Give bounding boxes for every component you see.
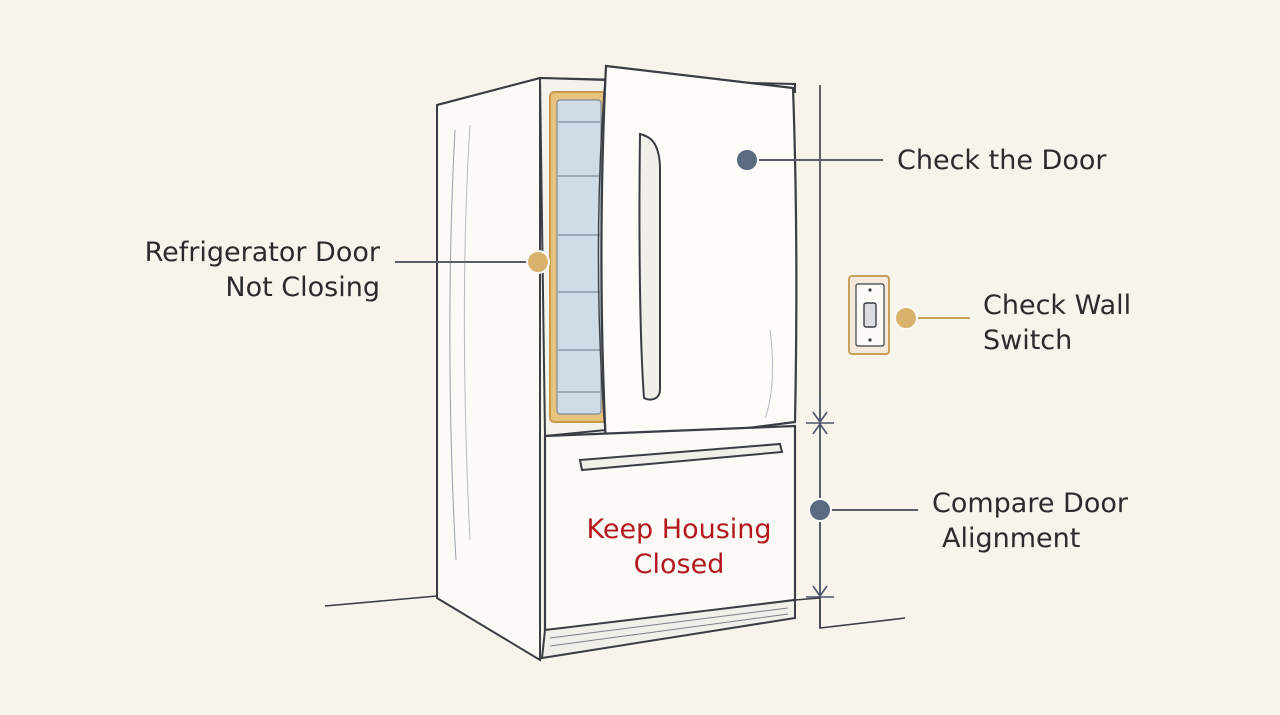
- switch-screw: [868, 338, 872, 342]
- fridge-upper-door[interactable]: [600, 64, 798, 448]
- grille-lines: [549, 607, 789, 647]
- label-keep-housing-line2: Closed: [633, 549, 725, 580]
- door-handle[interactable]: [638, 132, 661, 401]
- label-door-not-closing-line2: Not Closing: [225, 272, 380, 303]
- fridge-interior: [556, 99, 602, 415]
- switch-screw: [868, 288, 872, 292]
- door-shading: [764, 329, 773, 419]
- door-edge: [597, 65, 607, 447]
- side-shading-1: [449, 129, 457, 561]
- label-door-not-closing: Refrigerator Door Not Closing: [140, 235, 380, 305]
- drawer-handle[interactable]: [578, 442, 784, 472]
- label-keep-housing-closed: Keep Housing Closed: [562, 512, 796, 582]
- marker-dot-wall-switch: [894, 306, 918, 330]
- label-check-wall-switch-line1: Check Wall: [983, 290, 1132, 321]
- label-keep-housing-line1: Keep Housing: [586, 514, 772, 545]
- marker-dot-door-not-closing: [526, 250, 550, 274]
- fridge-base-grille: [540, 598, 796, 660]
- label-compare-alignment-line2: Alignment: [942, 523, 1081, 554]
- dimension-arrow: [812, 411, 828, 424]
- label-door-not-closing-line1: Refrigerator Door: [144, 237, 380, 268]
- floor-line-right: [794, 597, 906, 629]
- interior-shelves: [558, 121, 600, 393]
- wall-switch-toggle[interactable]: [863, 302, 877, 328]
- label-compare-alignment-line1: Compare Door: [932, 488, 1128, 519]
- dimension-arrow: [812, 585, 828, 598]
- grille-line: [549, 613, 789, 647]
- fridge-side-panel: [436, 76, 541, 662]
- label-check-door-text: Check the Door: [897, 145, 1107, 176]
- label-check-door: Check the Door: [897, 143, 1106, 178]
- label-compare-alignment: Compare Door Alignment: [932, 486, 1128, 556]
- marker-dot-check-door: [735, 148, 759, 172]
- marker-dot-alignment: [808, 498, 832, 522]
- label-check-wall-switch-line2: Switch: [983, 325, 1073, 356]
- alignment-dimension: [806, 395, 834, 598]
- grille-line: [549, 607, 789, 639]
- side-shading-2: [463, 124, 471, 541]
- label-check-wall-switch: Check Wall Switch: [983, 288, 1131, 358]
- floor-line-left: [324, 595, 438, 607]
